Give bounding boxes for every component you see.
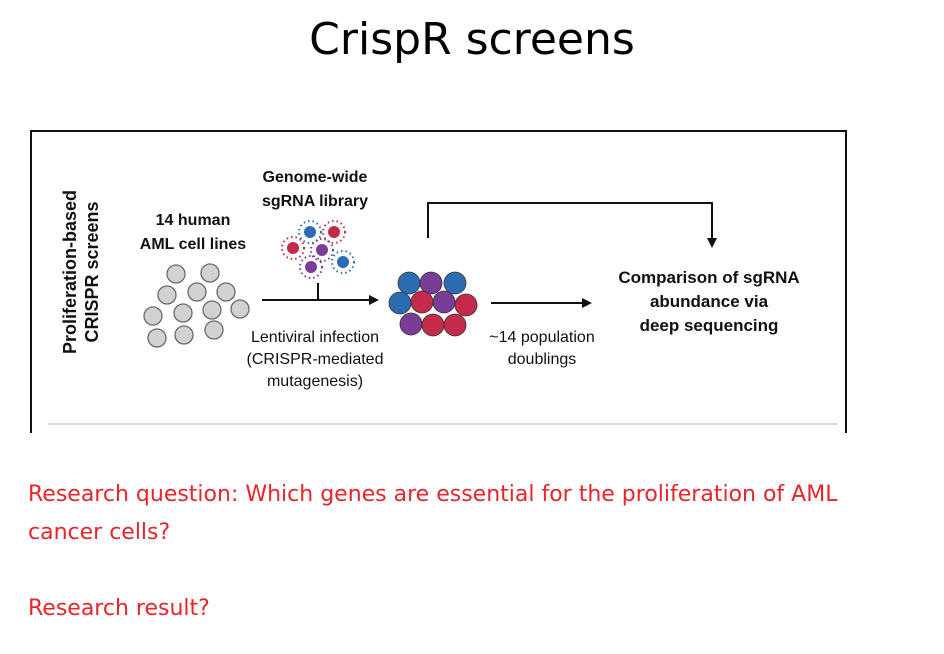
mutant-cell xyxy=(443,271,467,295)
result-label-line1: Comparison of sgRNA xyxy=(618,268,799,287)
cells-label-line1: 14 human xyxy=(156,212,231,229)
sgrna-particle xyxy=(281,236,305,260)
sgrna-particle xyxy=(322,220,346,244)
aml-cell xyxy=(200,263,220,283)
aml-cell xyxy=(174,325,194,345)
mutant-cell xyxy=(432,290,456,314)
doublings-label-line1: ~14 population xyxy=(489,329,594,346)
mutant-cell xyxy=(388,291,412,315)
aml-cell xyxy=(173,303,193,323)
aml-cell xyxy=(147,328,167,348)
infection-label-line1: Lentiviral infection xyxy=(251,329,379,346)
doublings-label-line2: doublings xyxy=(508,351,577,368)
result-label-line2: abundance via xyxy=(650,292,769,311)
aml-cell xyxy=(157,285,177,305)
mutant-cell xyxy=(397,271,421,295)
mutant-cell xyxy=(419,271,443,295)
sgrna-particle xyxy=(310,238,334,262)
research-result: Research result? xyxy=(28,596,210,621)
cells-label-line2: AML cell lines xyxy=(140,236,247,253)
aml-cell xyxy=(230,299,250,319)
sgrna-particle xyxy=(299,255,323,279)
mutant-cell xyxy=(421,313,445,337)
mutant-cell-cluster xyxy=(388,271,478,337)
slide-title: CrispR screens xyxy=(309,14,635,65)
side-label-line2: CRISPR screens xyxy=(82,201,102,342)
comparison-bracket-arrow xyxy=(427,202,717,248)
mutant-cell xyxy=(399,312,423,336)
sgrna-particle xyxy=(331,250,355,274)
result-label-line3: deep sequencing xyxy=(640,316,779,335)
infection-label-line3: mutagenesis) xyxy=(267,373,363,390)
aml-cell-cluster xyxy=(143,263,250,348)
aml-cell xyxy=(166,264,186,284)
mutant-cell xyxy=(410,290,434,314)
infection-label-line2: (CRISPR-mediated xyxy=(247,351,384,368)
mutant-cell xyxy=(443,313,467,337)
library-label-line1: Genome-wide xyxy=(263,169,368,186)
figure-frame xyxy=(30,130,847,433)
aml-cell xyxy=(204,320,224,340)
sgrna-particle xyxy=(298,220,322,244)
aml-cell xyxy=(143,306,163,326)
aml-cell xyxy=(187,282,207,302)
side-label-line1: Proliferation-based xyxy=(60,190,80,354)
research-question: Research question: Which genes are essen… xyxy=(28,482,838,545)
sgrna-particles xyxy=(281,220,355,279)
aml-cell xyxy=(202,300,222,320)
mutant-cell xyxy=(454,293,478,317)
aml-cell xyxy=(216,282,236,302)
library-label-line2: sgRNA library xyxy=(262,193,368,210)
side-label: Proliferation-based CRISPR screens xyxy=(60,190,102,354)
